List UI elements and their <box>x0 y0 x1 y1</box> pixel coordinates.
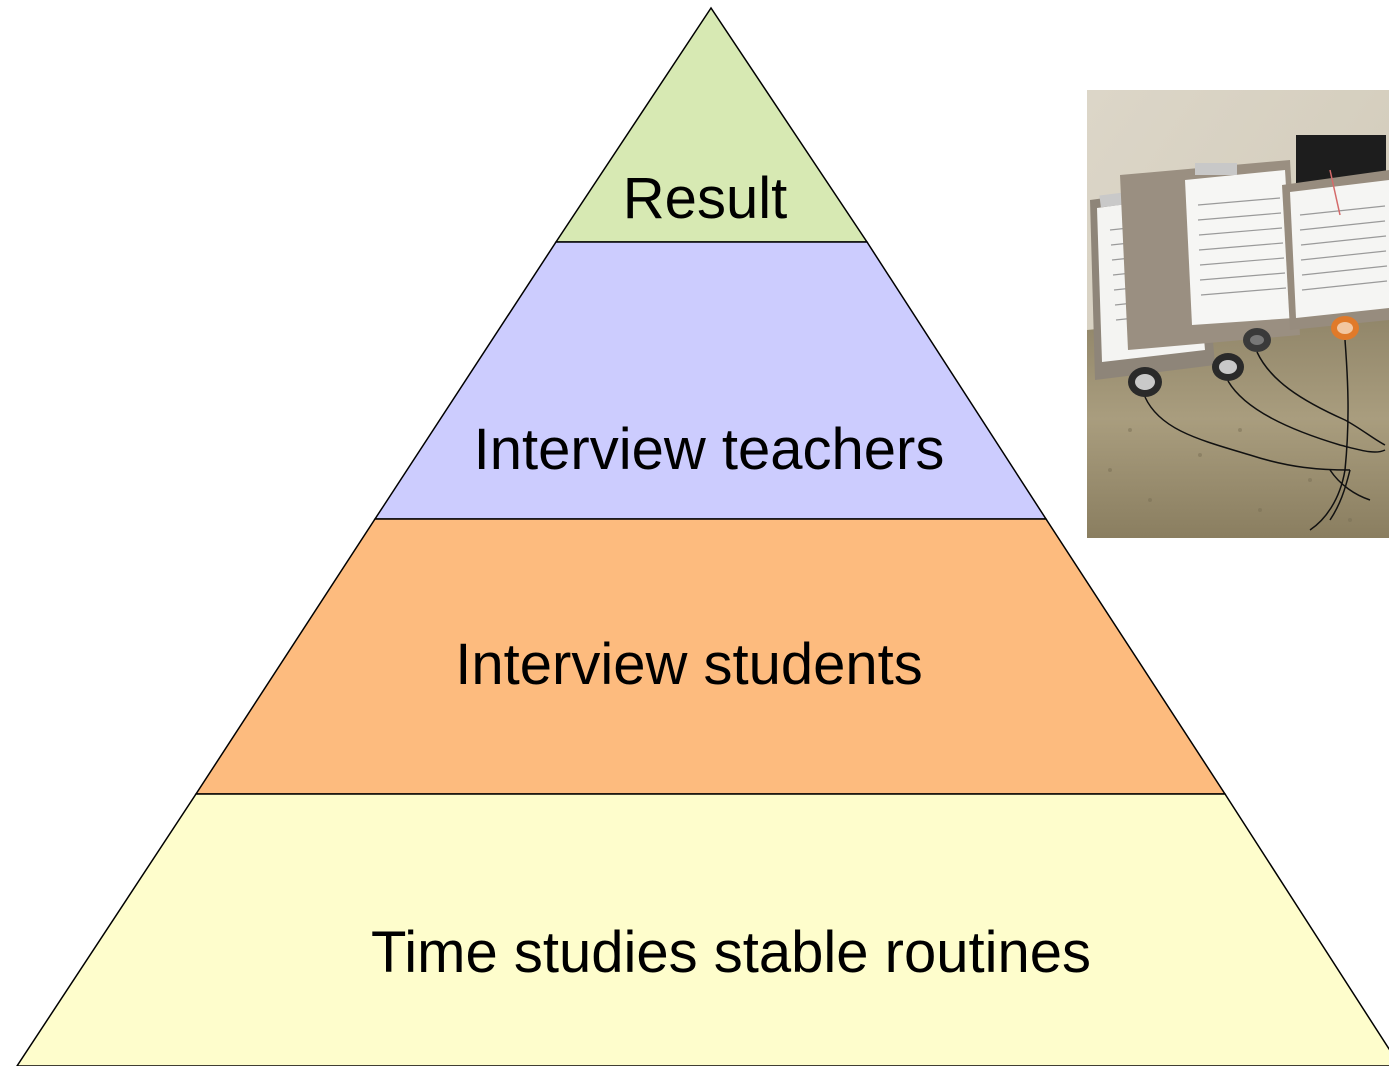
stopwatch-icon <box>1128 367 1162 397</box>
photo-clipboards-stopwatches <box>1087 90 1389 538</box>
pyramid-label-interview-teachers: Interview teachers <box>474 417 945 482</box>
stopwatch-icon <box>1212 353 1244 381</box>
pyramid-label-result: Result <box>623 166 787 231</box>
pyramid-label-interview-students: Interview students <box>455 632 922 697</box>
pyramid-level-time-studies <box>15 793 1389 1067</box>
stopwatch-icon <box>1243 328 1271 352</box>
stopwatch-icon <box>1331 316 1359 340</box>
pyramid-label-time-studies: Time studies stable routines <box>371 920 1091 985</box>
